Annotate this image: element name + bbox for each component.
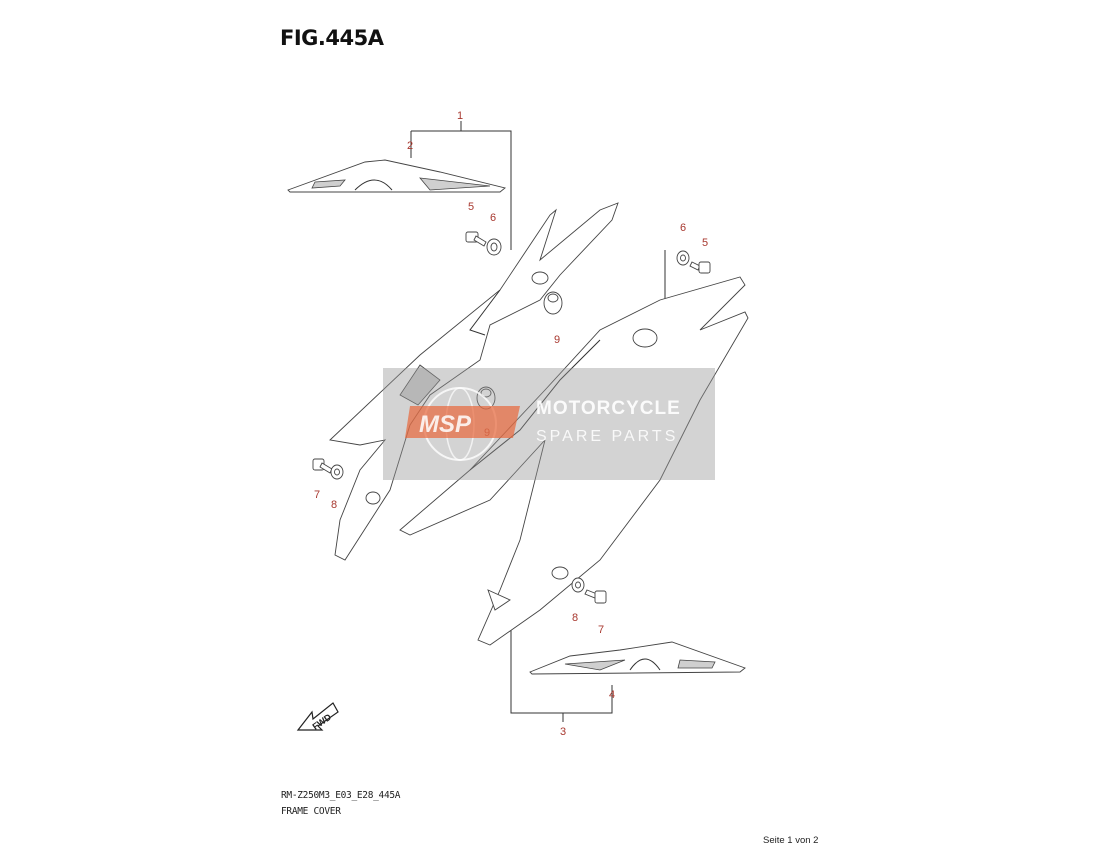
callout-7-left: 7 [314,489,320,501]
callout-8-left: 8 [331,499,337,511]
callout-6-upper: 6 [490,212,496,224]
bolt-5-right [689,261,711,274]
watermark-logo-text: MSP [419,411,472,438]
callout-4: 4 [609,689,615,701]
figure-title: FIG.445A [280,26,384,50]
washer-6-upper [486,238,502,256]
fwd-arrow-icon: FWD [296,702,339,732]
watermark-logo: MSP [405,387,520,461]
leader-group-3 [510,630,613,722]
callout-1: 1 [457,110,463,122]
callout-9-upper: 9 [554,334,560,346]
washer-8-lower [571,577,585,593]
callout-5-upper: 5 [468,201,474,213]
callout-5-right: 5 [702,237,708,249]
bolt-5-upper [465,231,487,247]
bolt-7-left [312,458,333,474]
washer-6-right [676,250,690,266]
part-1-frame-cover-left [329,202,619,561]
grommet-9-upper [543,291,563,315]
bolt-7-lower [584,589,607,604]
callout-7-lower: 7 [598,624,604,636]
part-3-frame-cover-right [399,276,749,646]
callout-8-lower: 8 [572,612,578,624]
leader-group-1 [410,121,512,250]
part-4-decal-lower [529,641,746,675]
page-indicator: Seite 1 von 2 [763,835,819,846]
callout-2: 2 [407,140,413,152]
model-code: RM-Z250M3_E03_E28_445A [281,790,401,801]
watermark-line2: SPARE PARTS [536,428,679,445]
part-2-decal-upper [287,159,506,193]
callout-3: 3 [560,726,566,738]
callout-6-right: 6 [680,222,686,234]
watermark-line1: MOTORCYCLE [536,398,681,419]
section-name: FRAME COVER [281,806,341,817]
washer-8-left [330,464,344,480]
